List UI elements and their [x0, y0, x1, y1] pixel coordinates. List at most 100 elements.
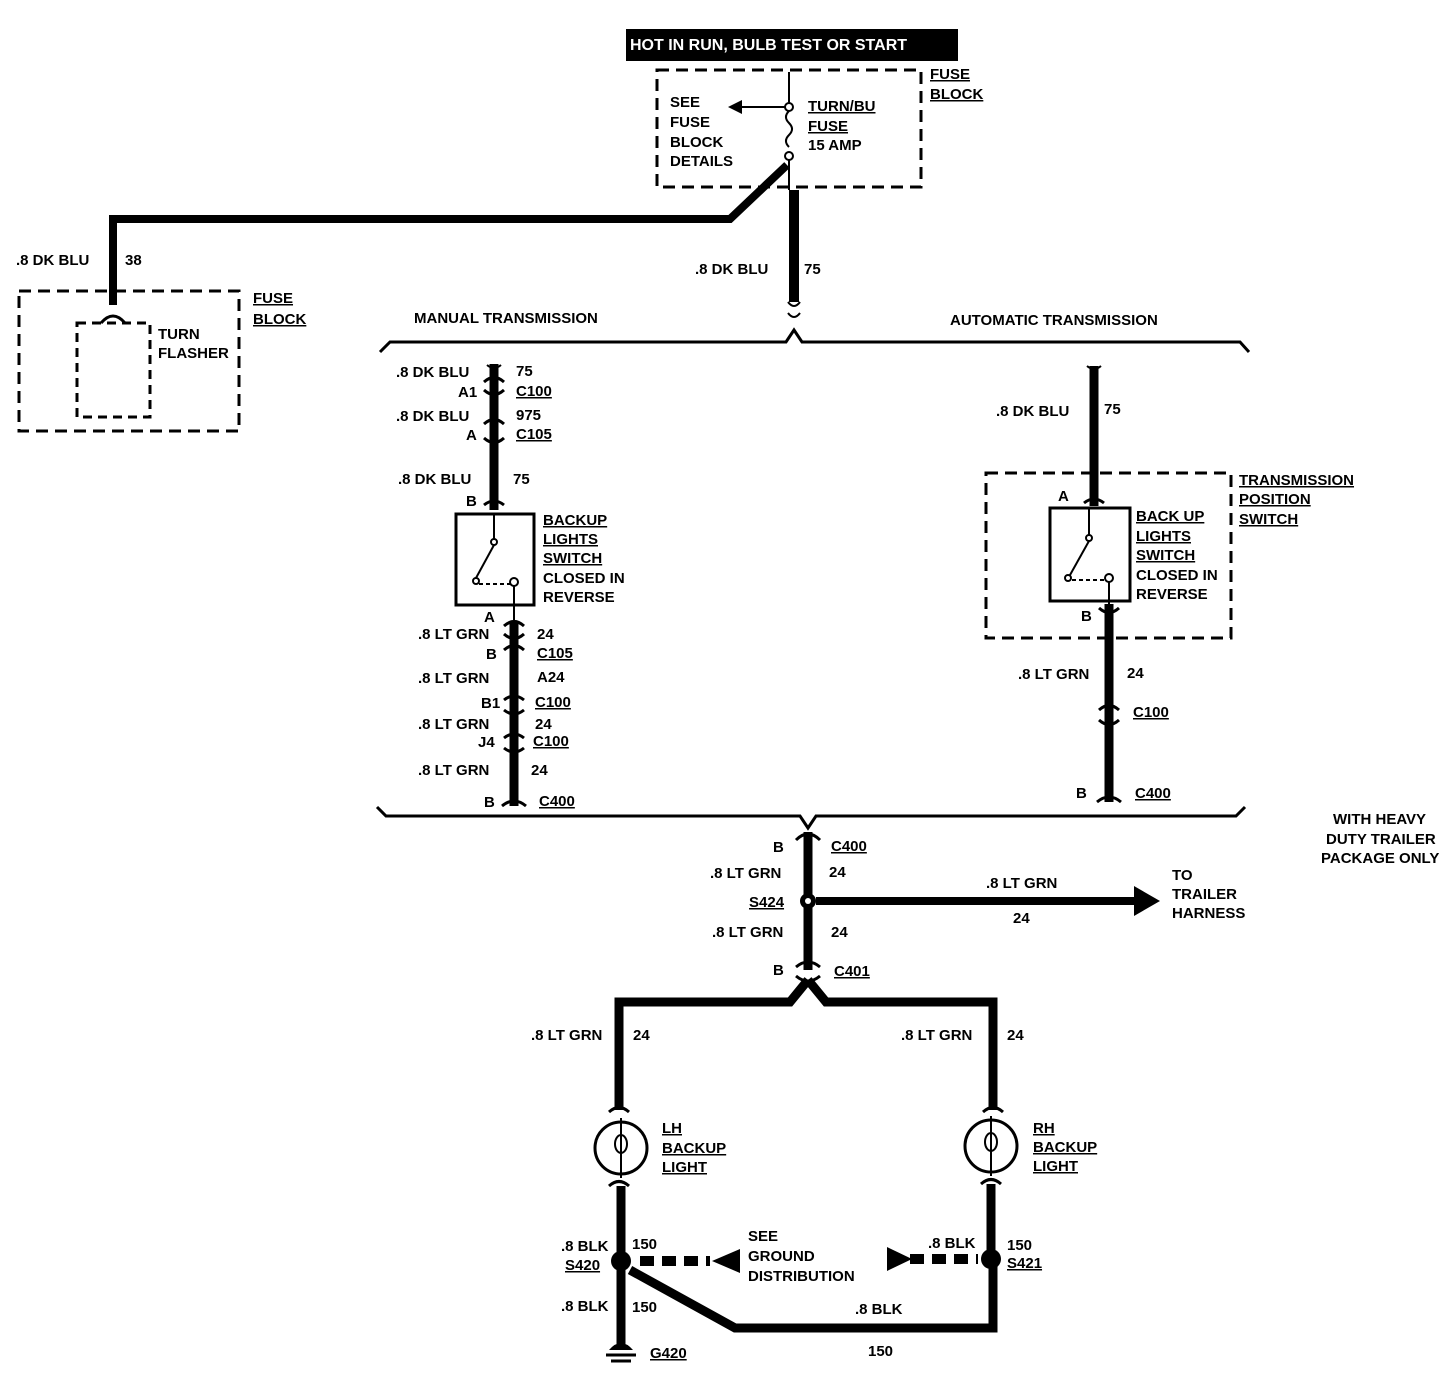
arrow-left-icon	[728, 100, 742, 114]
fuse-block-label-2: BLOCK	[930, 86, 983, 103]
right-lamp-wire: .8 LT GRN	[901, 1027, 972, 1044]
see-details-4: DETAILS	[670, 153, 733, 170]
s420-label: S420	[565, 1257, 600, 1274]
s421-circuit: 150	[1007, 1237, 1032, 1254]
s420-circuit: 150	[632, 1236, 657, 1253]
manual-w2: .8 DK BLU	[396, 408, 469, 425]
right-lamp-circuit: 24	[1007, 1027, 1024, 1044]
manual-c4: 24	[537, 626, 554, 643]
manual-w6: .8 LT GRN	[418, 716, 489, 733]
auto-conn-c100: C100	[1133, 704, 1169, 721]
tps-label-1: TRANSMISSION	[1239, 472, 1354, 489]
wire-38	[109, 162, 790, 305]
header-title: HOT IN RUN, BULB TEST OR START	[630, 37, 907, 54]
rh-label-2: BACKUP	[1033, 1139, 1097, 1156]
auto-switch-5: REVERSE	[1136, 586, 1208, 603]
g-wire: .8 BLK	[561, 1298, 609, 1315]
auto-switch-2: LIGHTS	[1136, 528, 1191, 545]
to-trailer-1: TO	[1172, 867, 1193, 884]
ground-arrow-right-icon	[887, 1247, 912, 1271]
s420-wire: .8 BLK	[561, 1238, 609, 1255]
manual-conn-c100c: C100	[533, 733, 569, 750]
manual-c1: 75	[516, 363, 533, 380]
arrow-right-icon	[1134, 886, 1160, 916]
center-w1: .8 LT GRN	[710, 865, 781, 882]
manual-pin-j4: J4	[478, 734, 495, 751]
flasher-label-2: FLASHER	[158, 345, 229, 362]
see-details-2: FUSE	[670, 114, 710, 131]
auto-switch-3: SWITCH	[1136, 547, 1195, 564]
g-circuit: 150	[632, 1299, 657, 1316]
auto-switch-4: CLOSED IN	[1136, 567, 1218, 584]
auto-pin-a: A	[1058, 488, 1069, 505]
manual-c6: 24	[535, 716, 552, 733]
center-c1: 24	[829, 864, 846, 881]
auto-conn-c400: C400	[1135, 785, 1171, 802]
left-fuse-block-2: BLOCK	[253, 311, 306, 328]
trailer-wire: .8 LT GRN	[986, 875, 1057, 892]
trailer-note-2: DUTY TRAILER	[1326, 831, 1436, 848]
left-lamp-circuit: 24	[633, 1027, 650, 1044]
center-pin-b: B	[773, 839, 784, 856]
auto-c2: 24	[1127, 665, 1144, 682]
fuse-block-left: FUSE BLOCK	[17, 289, 306, 433]
turn-flasher: TURN FLASHER	[75, 314, 229, 419]
trailer-circuit: 24	[1013, 910, 1030, 927]
s421-wire: .8 BLK	[928, 1235, 976, 1252]
manual-c7: 24	[531, 762, 548, 779]
header-bar	[626, 29, 958, 61]
manual-c2: 975	[516, 407, 541, 424]
auto-c1: 75	[1104, 401, 1121, 418]
rh-label-1: RH	[1033, 1120, 1055, 1137]
manual-pin-b2: B	[486, 646, 497, 663]
trailer-note-1: WITH HEAVY	[1333, 811, 1426, 828]
left-wire-label: .8 DK BLU	[16, 252, 89, 269]
flasher-label-1: TURN	[158, 326, 200, 343]
center-c2: 24	[831, 924, 848, 941]
center-conn-c400: C400	[831, 838, 867, 855]
splice-s420-icon	[611, 1251, 631, 1271]
manual-w3: .8 DK BLU	[398, 471, 471, 488]
tps-label-3: SWITCH	[1239, 511, 1298, 528]
lh-label-2: BACKUP	[662, 1140, 726, 1157]
see-ground-3: DISTRIBUTION	[748, 1268, 855, 1285]
auto-w2: .8 LT GRN	[1018, 666, 1089, 683]
manual-w5: .8 LT GRN	[418, 670, 489, 687]
center-pin-b2: B	[773, 962, 784, 979]
bottom-wire: .8 BLK	[855, 1301, 903, 1318]
manual-pin-a1: A1	[458, 384, 477, 401]
s421-label: S421	[1007, 1255, 1042, 1272]
left-fuse-block-1: FUSE	[253, 290, 293, 307]
manual-branch: .8 DK BLU 75 A1 C100 .8 DK BLU 975 A C10…	[396, 363, 625, 811]
fuse-name-2: FUSE	[808, 118, 848, 135]
lamps: .8 LT GRN 24 .8 LT GRN 24 LH BACKUP LIGH…	[531, 1027, 1097, 1188]
manual-c3: 75	[513, 471, 530, 488]
trailer-note-3: PACKAGE ONLY	[1321, 850, 1439, 867]
manual-switch-2: LIGHTS	[543, 531, 598, 548]
auto-pin-b2: B	[1076, 785, 1087, 802]
tps-label-2: POSITION	[1239, 491, 1311, 508]
center-trunk: B C400 .8 LT GRN 24 S424 .8 LT GRN 24 B …	[614, 832, 1245, 1110]
fuse-name-1: TURN/BU	[808, 98, 876, 115]
see-ground-2: GROUND	[748, 1248, 815, 1265]
left-circuit-label: 38	[125, 252, 142, 269]
manual-conn-c100b: C100	[535, 694, 571, 711]
top-bracket	[378, 327, 1251, 354]
manual-conn-c400: C400	[539, 793, 575, 810]
ground-circuit: .8 BLK 150 S420 SEE GROUND DISTRIBUTION …	[561, 1184, 1042, 1363]
manual-w1: .8 DK BLU	[396, 364, 469, 381]
fuse-rating: 15 AMP	[808, 137, 862, 154]
manual-pin-b3: B	[484, 794, 495, 811]
rh-label-3: LIGHT	[1033, 1158, 1078, 1175]
see-details-3: BLOCK	[670, 134, 723, 151]
manual-conn-c105a: C105	[516, 426, 552, 443]
feed-wire-label: .8 DK BLU	[695, 261, 768, 278]
manual-conn-c105b: C105	[537, 645, 573, 662]
manual-pin-b1: B1	[481, 695, 500, 712]
manual-pin-a: A	[466, 427, 477, 444]
ground-icon	[606, 1343, 636, 1363]
auto-pin-b: B	[1081, 608, 1092, 625]
g420-label: G420	[650, 1345, 687, 1362]
auto-w1: .8 DK BLU	[996, 403, 1069, 420]
